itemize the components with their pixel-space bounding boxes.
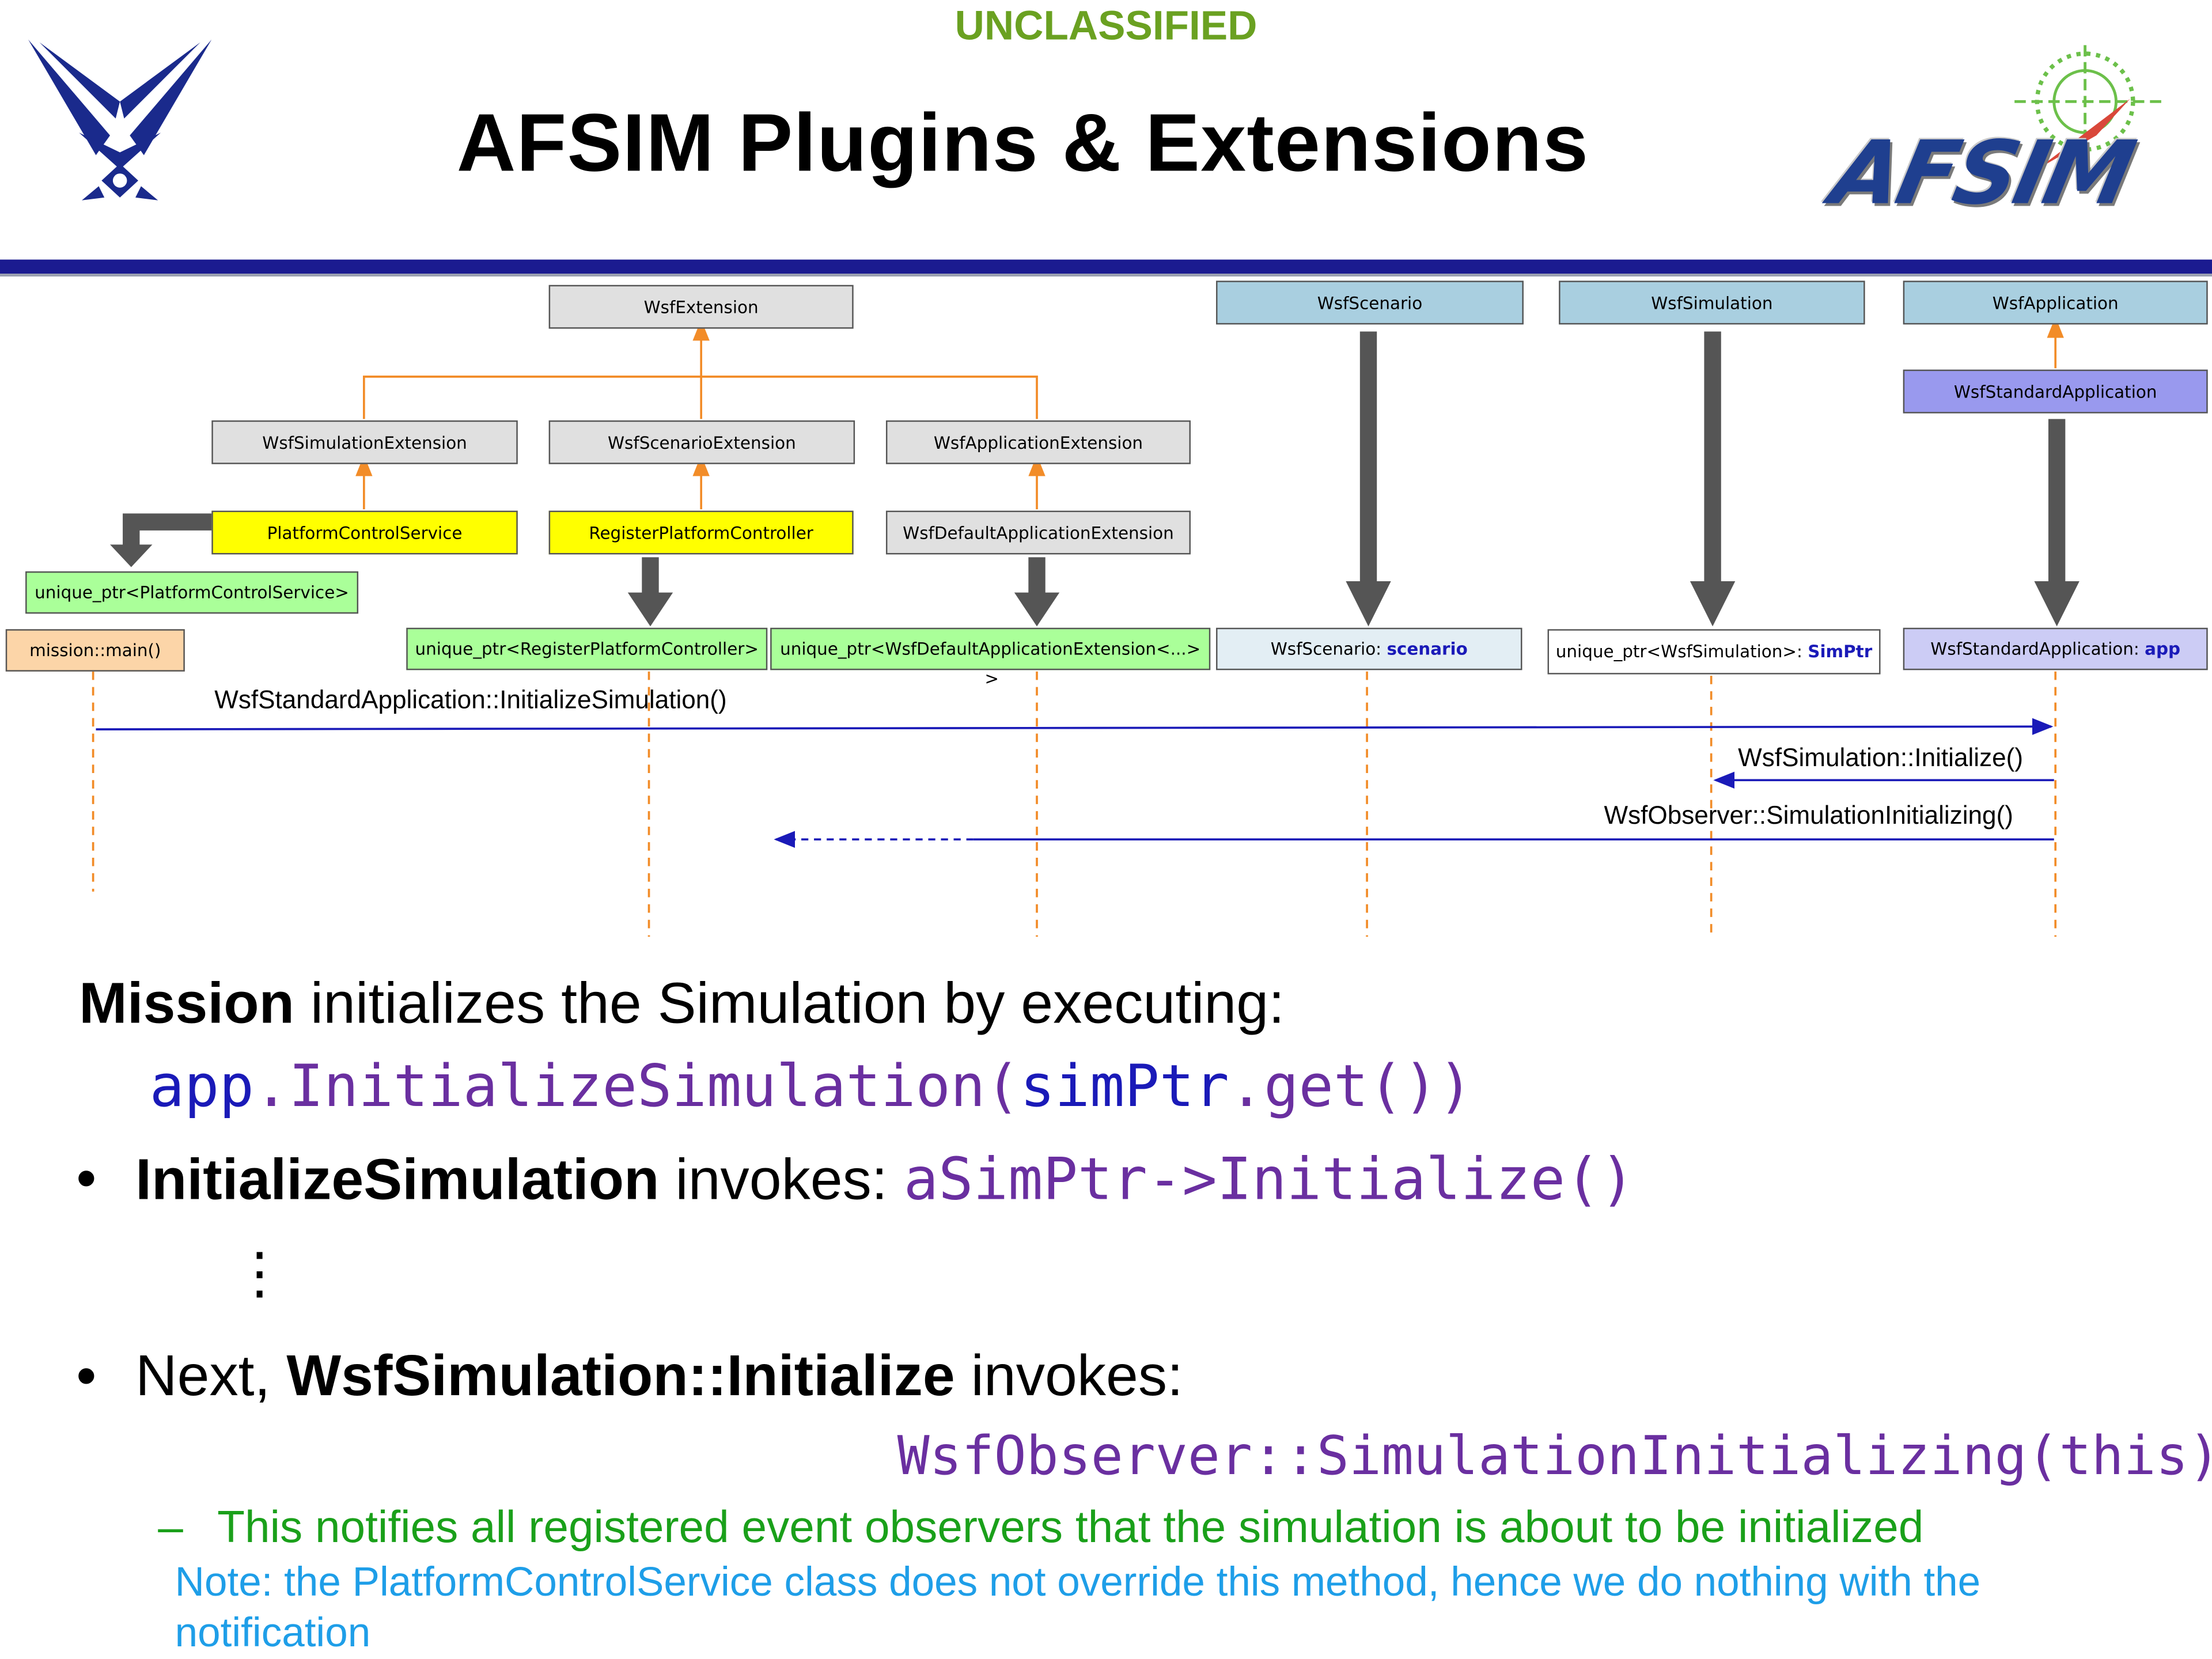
bullet1-bold: InitializeSimulation xyxy=(135,1147,660,1212)
note-line-2: notification xyxy=(175,1611,371,1657)
air-force-wings-logo xyxy=(28,39,212,200)
code-app-object: app xyxy=(149,1052,254,1120)
page-title: AFSIM Plugins & Extensions xyxy=(456,97,1589,190)
message-arrows xyxy=(96,718,2054,848)
class-box-wsf-application: WsfApplication xyxy=(1903,281,2208,325)
bullet-simulation-initialize: Next, WsfSimulation::Initialize invokes: xyxy=(135,1343,1183,1409)
header-rule xyxy=(0,259,2212,274)
object-box-overflow-char: > xyxy=(984,668,999,689)
bullet1-rest: invokes: xyxy=(659,1147,904,1212)
code-method: InitializeSimulation( xyxy=(289,1052,1020,1120)
note-line-1: Note: the PlatformControlService class d… xyxy=(175,1560,1981,1605)
bullet2-lead: Next, xyxy=(135,1343,287,1408)
class-box-wsf-simulation: WsfSimulation xyxy=(1559,281,1865,325)
class-box-register-platform-controller: RegisterPlatformController xyxy=(548,510,854,555)
afsim-logo: AFSIM xyxy=(1823,42,2173,224)
vertical-ellipsis: ⋮ xyxy=(231,1243,288,1305)
message-observer-initializing: WsfObserver::SimulationInitializing() xyxy=(1604,801,2013,830)
object-box-mission-main: mission::main() xyxy=(5,629,185,672)
code-observer-call: WsfObserver::SimulationInitializing(this… xyxy=(897,1425,2212,1487)
class-box-wsf-application-extension: WsfApplicationExtension xyxy=(885,420,1191,464)
message-simulation-initialize: WsfSimulation::Initialize() xyxy=(1738,743,2024,772)
scenario-instance-name: scenario xyxy=(1387,639,1468,659)
mission-bold: Mission xyxy=(79,970,294,1036)
bullet-marker: • xyxy=(76,1145,97,1211)
object-box-scenario: WsfScenario: scenario xyxy=(1216,627,1522,671)
object-box-simulation: unique_ptr<WsfSimulation>: SimPtr xyxy=(1547,629,1881,675)
code-sim-ptr: simPtr xyxy=(1020,1052,1229,1120)
app-instance-name: app xyxy=(2145,639,2181,659)
bullet-initialize-simulation: InitializeSimulation invokes: aSimPtr->I… xyxy=(135,1146,1635,1214)
sub-bullet-dash: – xyxy=(158,1501,183,1552)
object-box-unique-ptr-wdae: unique_ptr<WsfDefaultApplicationExtensio… xyxy=(770,627,1211,671)
class-box-wsf-standard-application: WsfStandardApplication xyxy=(1903,369,2208,414)
bullet-marker-2: • xyxy=(76,1343,97,1408)
code-dot: . xyxy=(253,1052,289,1120)
sequence-diagram xyxy=(92,316,2080,937)
target-reticle-icon xyxy=(2014,45,2161,169)
simulation-instance-name: SimPtr xyxy=(1808,642,1873,662)
mission-rest: initializes the Simulation by executing: xyxy=(294,970,1285,1036)
class-box-wsf-scenario: WsfScenario xyxy=(1216,281,1524,325)
class-box-wsf-scenario-extension: WsfScenarioExtension xyxy=(548,420,855,464)
bullet1-code: aSimPtr->Initialize() xyxy=(903,1145,1635,1214)
header-rule-shadow xyxy=(0,274,2212,277)
code-initialize-simulation-call: app.InitializeSimulation(simPtr.get()) xyxy=(150,1052,1473,1120)
class-box-wsf-extension: WsfExtension xyxy=(548,285,854,329)
message-initialize-simulation: WsfStandardApplication::InitializeSimula… xyxy=(214,685,727,714)
body-line-mission: Mission initializes the Simulation by ex… xyxy=(79,971,1285,1037)
bullet2-bold: WsfSimulation::Initialize xyxy=(286,1343,955,1408)
simulation-type-label: unique_ptr<WsfSimulation>: xyxy=(1555,642,1808,662)
object-box-unique-ptr-rpc: unique_ptr<RegisterPlatformController> xyxy=(406,627,768,671)
scenario-type-label: WsfScenario: xyxy=(1270,639,1387,659)
bullet2-rest: invokes: xyxy=(955,1343,1183,1408)
sub-bullet-notify: This notifies all registered event obser… xyxy=(217,1501,1924,1552)
ownership-arrows xyxy=(110,331,2080,627)
class-box-wsf-simulation-extension: WsfSimulationExtension xyxy=(211,420,518,464)
app-type-label: WsfStandardApplication: xyxy=(1930,639,2145,659)
object-box-unique-ptr-pcs: unique_ptr<PlatformControlService> xyxy=(25,571,359,614)
class-box-wsf-default-application-extension: WsfDefaultApplicationExtension xyxy=(885,510,1191,555)
class-box-platform-control-service: PlatformControlService xyxy=(211,510,518,555)
object-box-app: WsfStandardApplication: app xyxy=(1903,627,2208,671)
lifelines xyxy=(92,671,2057,937)
inheritance-connectors xyxy=(355,316,2064,510)
code-tail: .get()) xyxy=(1229,1052,1473,1120)
classification-banner: UNCLASSIFIED xyxy=(955,4,1257,50)
